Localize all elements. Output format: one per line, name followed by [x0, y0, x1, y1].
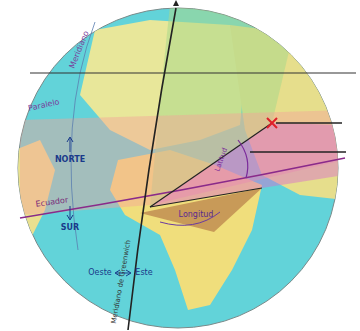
north-pole-mark: [173, 0, 179, 6]
map-label: SUR: [61, 224, 79, 233]
latitude-arc: [238, 140, 248, 178]
land-and-regions: [15, 5, 345, 310]
greenwich-meridian: [128, 8, 176, 330]
latitude-band: [20, 110, 345, 215]
north-arrow: [67, 137, 73, 152]
radius-line: [150, 123, 272, 207]
pointer-line: [276, 122, 342, 123]
point-mark: [267, 118, 277, 128]
map-label: Este: [135, 269, 152, 278]
map-label: Oeste: [88, 269, 111, 278]
radius-line: [150, 188, 262, 207]
pointer-line: [250, 151, 346, 152]
south-arrow: [67, 206, 73, 220]
equator-line: [20, 158, 345, 218]
map-label: Longitud: [179, 211, 214, 220]
map-label: NORTE: [55, 156, 85, 165]
parallel-line: [30, 72, 356, 73]
